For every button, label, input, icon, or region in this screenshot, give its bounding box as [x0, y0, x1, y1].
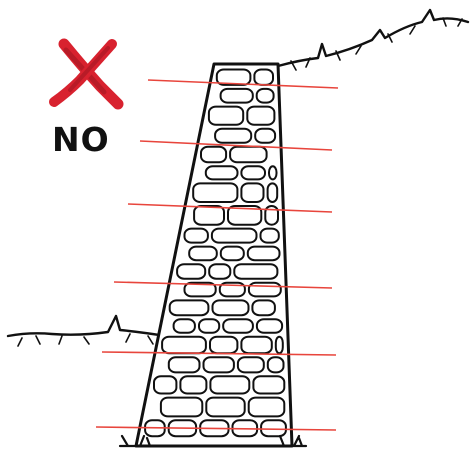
wall-stone: [234, 264, 277, 279]
no-verdict-label: NO: [52, 120, 110, 159]
wall-stone: [161, 398, 202, 417]
wall-stone: [241, 337, 271, 354]
wall-stone: [261, 420, 286, 436]
wall-stone: [194, 206, 224, 225]
wall-stone: [223, 319, 253, 333]
wall-stone: [189, 247, 217, 261]
wall-stone: [230, 147, 267, 163]
wall-stone: [206, 398, 244, 417]
wall-stone: [238, 357, 264, 372]
wall-stone: [253, 376, 284, 393]
wall-stone: [252, 300, 275, 315]
wall-stone: [162, 337, 206, 354]
lower-ground-line: [8, 316, 166, 346]
wall-stone: [169, 357, 200, 372]
wall-stone: [209, 107, 243, 125]
wall-stone: [249, 283, 281, 297]
wall-stone: [213, 300, 249, 315]
wall-stone: [177, 264, 205, 279]
wall-stone: [241, 183, 263, 202]
wall-stone: [269, 166, 277, 179]
wall-stone: [154, 376, 176, 393]
wall-stone: [249, 398, 285, 417]
wall-stone: [247, 107, 274, 125]
wall-stone: [174, 319, 195, 333]
wall-stone: [257, 319, 282, 333]
upper-ground-line: [278, 10, 468, 70]
wall-stone: [201, 147, 226, 163]
wall-stone: [206, 166, 238, 179]
wall-stone: [255, 129, 275, 143]
wall-stone: [204, 357, 234, 372]
wall-stone: [268, 357, 284, 372]
wall-stone: [170, 300, 209, 315]
wall-stone: [268, 183, 278, 202]
wall-stone: [180, 376, 206, 393]
wall-stone: [261, 229, 279, 243]
wall-stone: [241, 166, 265, 179]
wall-stone: [221, 247, 244, 261]
wall-stone: [212, 229, 257, 243]
wall-stone: [276, 337, 283, 354]
wall-stone: [210, 376, 249, 393]
wall-stone: [221, 89, 253, 103]
red-x-cross-icon: [54, 44, 118, 104]
wall-stone: [215, 129, 251, 143]
wall-stone: [193, 183, 237, 202]
wall-stone: [209, 264, 230, 279]
wall-stone: [254, 70, 273, 85]
wall-stone: [210, 337, 237, 354]
wall-stone: [199, 319, 219, 333]
stone-wall: [120, 64, 306, 446]
wall-stone: [248, 247, 280, 261]
wall-stone: [257, 89, 274, 103]
wall-stone: [185, 229, 208, 243]
